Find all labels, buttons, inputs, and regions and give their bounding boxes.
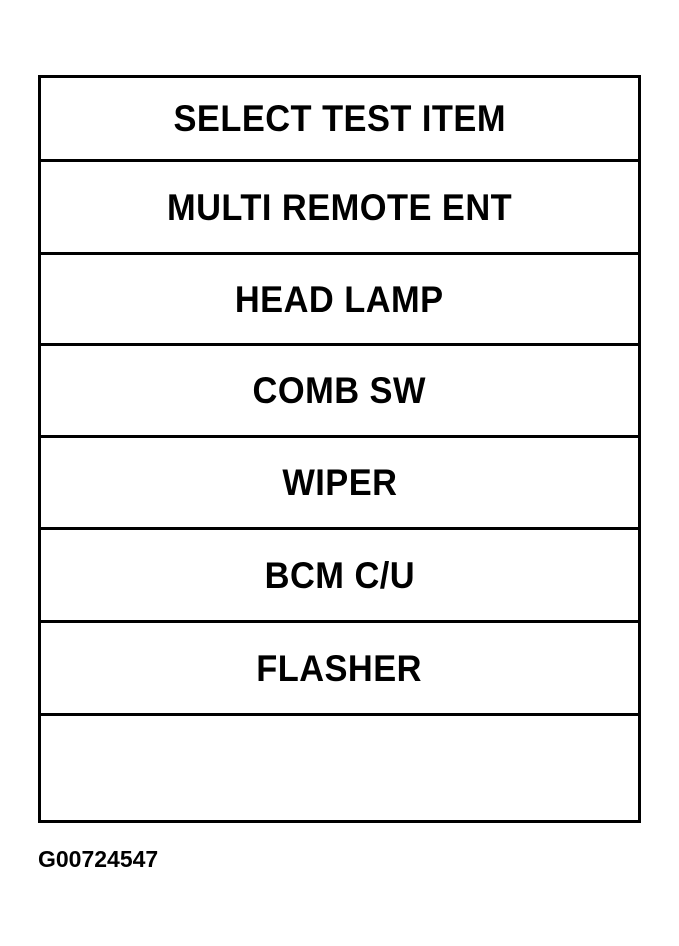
menu-row-label: MULTI REMOTE ENT	[166, 186, 513, 228]
figure-caption: G00724547	[38, 846, 159, 872]
menu-row-label: COMB SW	[252, 370, 427, 411]
menu-row-header: SELECT TEST ITEM	[41, 78, 638, 162]
menu-item-head-lamp[interactable]: HEAD LAMP	[41, 255, 638, 346]
menu-item-comb-sw[interactable]: COMB SW	[41, 346, 638, 438]
menu-item-empty[interactable]	[41, 716, 638, 820]
select-test-item-menu: SELECT TEST ITEM MULTI REMOTE ENT HEAD L…	[38, 75, 641, 823]
menu-item-bcm-cu[interactable]: BCM C/U	[41, 530, 638, 623]
menu-row-label: HEAD LAMP	[235, 278, 444, 320]
menu-row-label: WIPER	[281, 462, 398, 503]
menu-item-flasher[interactable]: FLASHER	[41, 623, 638, 716]
menu-item-multi-remote-ent[interactable]: MULTI REMOTE ENT	[41, 162, 638, 255]
menu-row-label: SELECT TEST ITEM	[173, 98, 506, 139]
menu-row-label: FLASHER	[256, 647, 423, 689]
menu-row-label: BCM C/U	[264, 554, 415, 596]
menu-item-wiper[interactable]: WIPER	[41, 438, 638, 530]
